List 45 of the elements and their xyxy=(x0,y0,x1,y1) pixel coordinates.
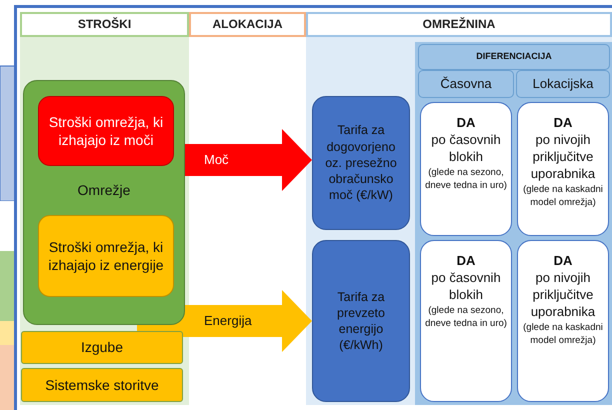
box-label: Tarifa za prevzeto energijo (€/kWh) xyxy=(336,288,386,354)
cost-box xyxy=(21,331,183,364)
box-label: Izgube xyxy=(80,338,124,357)
rule-card xyxy=(420,240,512,402)
edge-label: Energija xyxy=(204,312,252,330)
cell-heading: DA xyxy=(456,253,476,270)
cell-text: po časovnih blokih xyxy=(430,270,502,304)
box-label: Stroški omrežja, ki izhajajo iz energije xyxy=(47,238,165,274)
box-label: Stroški omrežja, ki izhajajo iz moči xyxy=(48,112,164,150)
box-label: DIFERENCIACIJA xyxy=(476,51,552,63)
rule-card xyxy=(517,102,609,236)
rule-card xyxy=(420,102,512,236)
column-header xyxy=(189,12,306,37)
cell-note: (glede na kaskadni model omrežja) xyxy=(522,182,604,210)
cell-heading: DA xyxy=(554,253,572,270)
edge-label: Moč xyxy=(204,151,229,169)
column-subheader xyxy=(516,70,610,98)
cell-note: (glede na sezono, dneve tedna in uro) xyxy=(424,304,508,332)
section-header xyxy=(418,44,610,70)
column-header xyxy=(306,12,612,37)
cell-note: (glede na sezono, dneve tedna in uro) xyxy=(424,166,508,194)
box-label: Časovna xyxy=(440,76,492,92)
box-label: Omrežje xyxy=(76,181,132,200)
cell-text: po časovnih blokih xyxy=(430,132,502,166)
cell-heading: DA xyxy=(456,115,476,132)
cost-box xyxy=(38,96,174,166)
rule-card xyxy=(517,240,609,402)
cell-note: (glede na kaskadni model omrežja) xyxy=(522,320,604,348)
block-arrow xyxy=(137,290,312,352)
box-label: OMREŽNINA xyxy=(422,16,496,32)
group-box xyxy=(23,80,185,325)
box-label: Lokacijska xyxy=(532,76,594,92)
cell-text: po nivojih priključitve uporabnika xyxy=(530,132,596,183)
box-label: ALOKACIJA xyxy=(212,16,282,32)
tariff-box xyxy=(312,96,410,230)
box-label: Sistemske storitve xyxy=(45,376,159,394)
cell-heading: DA xyxy=(554,115,572,132)
box-label: STROŠKI xyxy=(78,16,132,32)
column-subheader xyxy=(418,70,514,98)
cell-text: po nivojih priključitve uporabnika xyxy=(530,270,596,321)
box-label: Tarifa za dogovorjeno oz. presežno obračunsko moč (€/kW) xyxy=(324,122,398,204)
tariff-box xyxy=(312,240,410,402)
column-header xyxy=(20,12,189,37)
cost-box xyxy=(38,215,174,297)
cost-box xyxy=(21,368,183,402)
